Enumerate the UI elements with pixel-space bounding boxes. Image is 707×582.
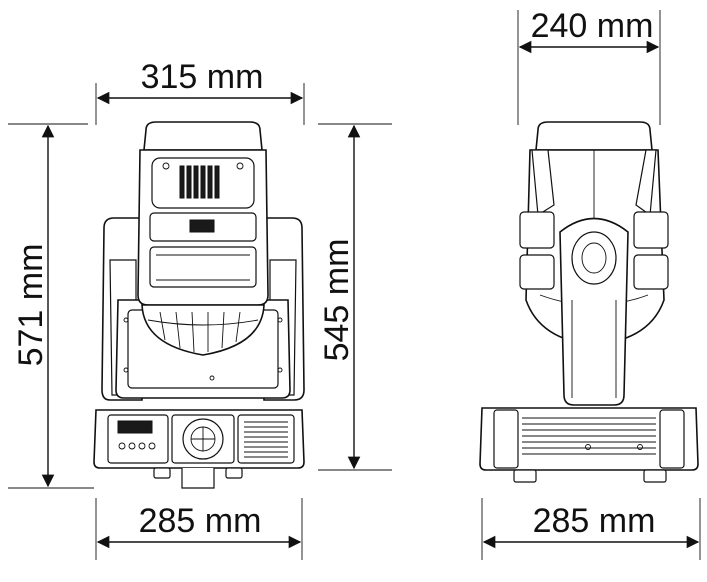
dimension-front-base-width: 285 mm xyxy=(95,498,303,560)
dimension-front-body-height: 545 mm xyxy=(318,123,392,471)
dimension-side-base-width: 285 mm xyxy=(481,498,701,560)
front-vent-slots xyxy=(179,165,220,199)
front-lens-ribs xyxy=(147,311,259,353)
dimension-label: 315 mm xyxy=(141,58,264,96)
front-base-grille xyxy=(244,421,288,458)
dimension-label: 285 mm xyxy=(139,502,262,540)
dimension-front-total-height: 571 mm xyxy=(8,123,94,489)
dimension-label: 571 mm xyxy=(12,244,50,367)
dimension-front-top-width: 315 mm xyxy=(95,58,305,125)
dimension-side-head-width: 240 mm xyxy=(517,7,661,125)
dimension-label: 240 mm xyxy=(531,7,654,45)
side-view-fixture xyxy=(479,121,699,483)
dimension-label: 285 mm xyxy=(533,502,656,540)
front-view-fixture xyxy=(93,121,305,489)
side-base-fins xyxy=(522,417,656,455)
dimension-label: 545 mm xyxy=(318,239,356,362)
